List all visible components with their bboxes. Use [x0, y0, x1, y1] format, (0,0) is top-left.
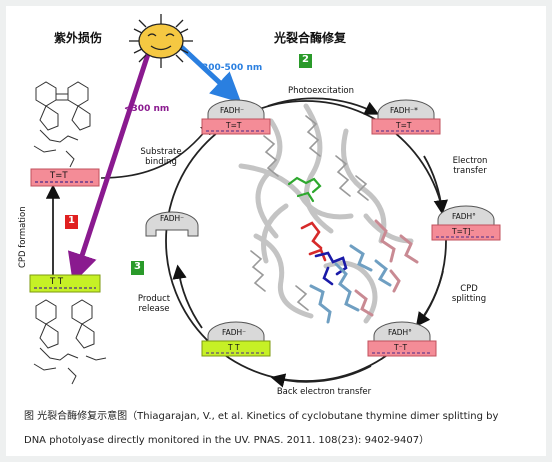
arrow-back-electron-transfer [270, 365, 372, 388]
state-3 [431, 205, 501, 241]
wavelength-short-label: <300 nm [124, 104, 170, 114]
state-4-cofactor: FADH° [388, 328, 412, 337]
dna-left-top-label: T=T [50, 171, 68, 181]
badge-1-label: 1 [68, 215, 75, 226]
step-cpd-splitting: CPD splitting [451, 284, 487, 304]
state-4-dna: T⁻T [394, 343, 408, 352]
state-5-cofactor: FADH⁻ [222, 328, 247, 337]
arrow-product-release [172, 264, 203, 329]
dna-repaired-strip [29, 274, 101, 293]
figure-panel: 紫外损伤 光裂合酶修复 <300 nm 300-500 nm 1 2 3 T=T… [6, 6, 546, 456]
step-product-release: Product release [137, 294, 171, 314]
state-6-cofactor: FADH⁻ [160, 214, 185, 223]
figure-caption-line-1: 图 光裂合酶修复示意图（Thiagarajan, V., et al. Kine… [24, 411, 499, 422]
state-3-cofactor: FADH° [452, 212, 476, 221]
step-back-electron-transfer: Back electron transfer [276, 387, 372, 397]
light-long-arrow [174, 40, 242, 103]
badge-2-label: 2 [302, 54, 309, 65]
badge-3 [131, 261, 144, 275]
state-6 [145, 211, 199, 237]
badge-3-label: 3 [134, 261, 141, 272]
state-4 [367, 321, 437, 357]
thymine-dimer-structure [33, 81, 91, 168]
state-3-dna: T=T]⁻ [452, 227, 475, 236]
thymine-pair-structure [33, 299, 107, 385]
state-2 [371, 99, 441, 135]
arrow-cpd-splitting [415, 270, 444, 327]
title-uv-damage: 紫外损伤 [54, 31, 103, 45]
state-1 [201, 99, 271, 135]
state-1-cofactor: FADH⁻ [220, 106, 245, 115]
step-electron-transfer: Electron transfer [452, 156, 488, 176]
figure-caption-line-2: DNA photolyase directly monitored in the… [24, 435, 430, 446]
dna-damaged-strip [30, 168, 100, 187]
arrow-photoexcitation [267, 97, 380, 115]
state-1-dna: T=T [226, 121, 242, 130]
state-2-dna: T=T [396, 121, 412, 130]
state-2-cofactor: FADH⁻* [390, 106, 418, 115]
badge-2 [299, 54, 312, 68]
badge-1 [65, 215, 78, 229]
state-5-dna: T T [228, 343, 240, 352]
state-5 [201, 321, 271, 357]
photolyase-structure [238, 103, 419, 324]
wavelength-long-label: 300-500 nm [202, 63, 263, 73]
step-substrate-binding: Substrate binding [140, 147, 182, 167]
arrow-electron-transfer [423, 155, 448, 215]
sun-icon [129, 14, 193, 68]
dna-left-bottom-label: T T [50, 277, 64, 287]
uv-short-arrow [67, 50, 152, 284]
title-photolyase-repair: 光裂合酶修复 [274, 31, 347, 45]
diagram-canvas [29, 14, 501, 388]
step-cpd-formation: CPD formation [18, 206, 28, 268]
step-photoexcitation: Photoexcitation [287, 86, 355, 96]
